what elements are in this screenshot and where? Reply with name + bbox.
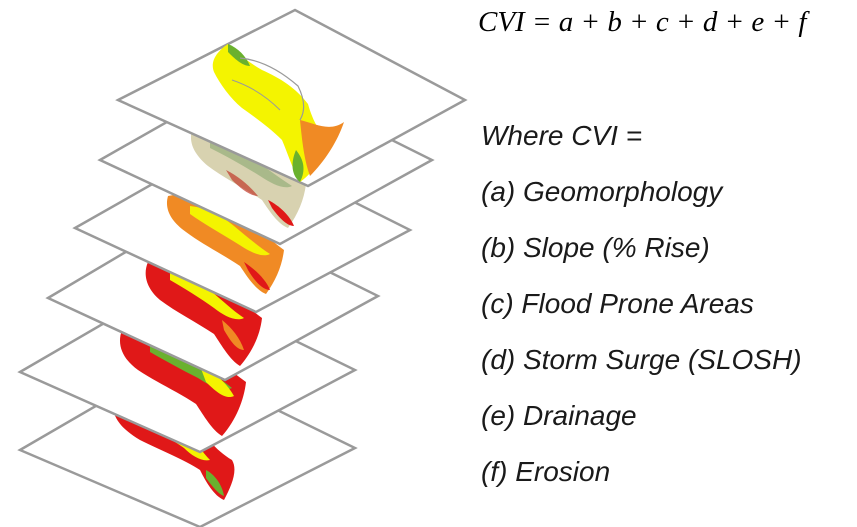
layer-stack-illustration <box>17 8 468 527</box>
legend-item-drainage: (e) Drainage <box>481 400 637 431</box>
map-layer-geomorphology <box>115 8 468 188</box>
legend-item-storm-surge: (d) Storm Surge (SLOSH) <box>481 344 802 375</box>
legend-item-slope: (b) Slope (% Rise) <box>481 232 710 263</box>
legend-heading: Where CVI = <box>481 120 643 151</box>
cvi-legend: Where CVI = (a) Geomorphology (b) Slope … <box>481 108 802 500</box>
legend-item-geomorphology: (a) Geomorphology <box>481 176 723 207</box>
legend-item-erosion: (f) Erosion <box>481 456 611 487</box>
cvi-formula: CVI = a + b + c + d + e + f <box>478 6 807 38</box>
legend-item-flood-prone: (c) Flood Prone Areas <box>481 288 754 319</box>
